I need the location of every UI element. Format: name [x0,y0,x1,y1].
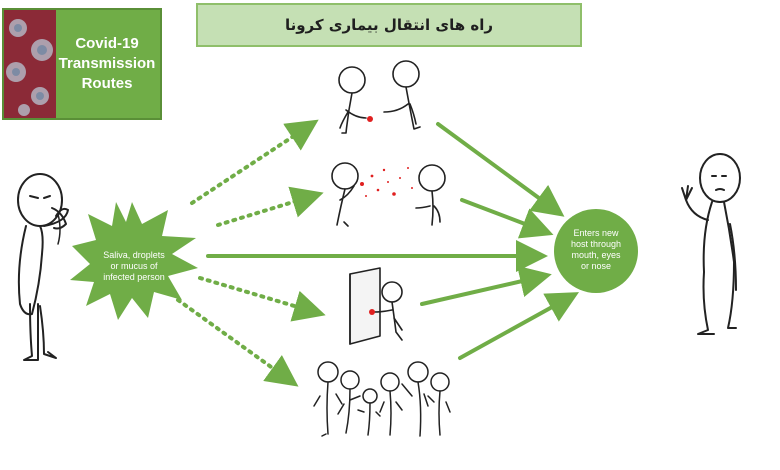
badge-line: Transmission [58,55,156,72]
solid-arrow-crowd [458,292,579,360]
source-line: infected person [103,272,165,282]
badge-line: Covid-19 [75,35,139,52]
virus-image [4,10,56,118]
destination-label: Enters new host through mouth, eyes or n… [556,228,636,272]
healthy-person-figure [681,153,741,335]
title-banner: راه های انتقال بیماری کرونا [196,3,582,47]
source-line: Saliva, droplets [103,250,165,260]
destination-circle [554,209,638,293]
scene-crowd [313,361,451,437]
solid-arrow-contact [436,122,565,217]
dotted-arrow-crowd [176,298,299,387]
badge-line: Routes [81,75,133,92]
droplet-spray [360,167,413,197]
solid-arrows [206,122,579,360]
source-starburst [70,202,198,320]
scene-droplets [331,162,446,227]
dotted-arrow-surface [198,276,326,322]
badge-text: Covid-19 Transmission Routes [54,10,160,118]
destination-line: mouth, eyes [571,250,621,260]
page-title: راه های انتقال بیماری کرونا [284,16,494,34]
destination-line: or nose [580,261,612,271]
source-line: or mucus of [110,261,158,271]
covid-badge: Covid-19 Transmission Routes [2,8,162,120]
scene-contact [338,60,421,134]
door-droplet [369,309,375,315]
source-label: Saliva, droplets or mucus of infected pe… [88,250,180,283]
solid-arrow-surface [420,265,552,306]
scene-surface [349,267,403,345]
door [349,267,381,345]
dotted-arrow-contact [190,119,319,205]
droplet-dot [367,116,373,122]
destination-line: Enters new [573,228,619,238]
dotted-arrow-droplets [216,186,324,227]
solid-arrow-droplets [460,198,554,239]
dotted-arrows [176,119,326,387]
destination-line: host through [570,239,622,249]
virus-icon [4,10,56,118]
sick-person-figure [17,173,69,361]
